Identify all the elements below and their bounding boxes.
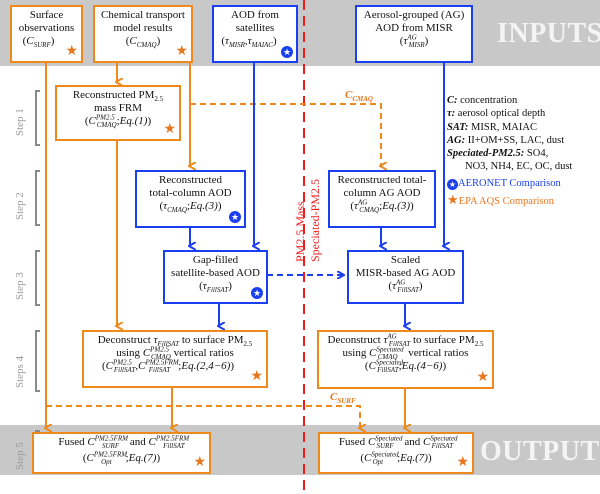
step-bracket bbox=[35, 250, 40, 306]
connector-surf-dashed bbox=[46, 405, 360, 428]
legend: C: concentration τ: aerosol optical dept… bbox=[447, 94, 599, 208]
step5-fused-speciated-box: Fused CSpeciatedSURF and CSpeciatedFillS… bbox=[318, 432, 474, 474]
epa-star-icon: ★ bbox=[476, 370, 489, 385]
aeronet-star-icon: ★ bbox=[447, 178, 458, 190]
inputs-banner: INPUTS bbox=[497, 18, 600, 49]
speciated-pm25-label: Speciated-PM2.5 bbox=[308, 179, 322, 262]
cmaq-flow-label: CCMAQ bbox=[345, 89, 373, 104]
step-bracket bbox=[35, 330, 40, 392]
legend-item: AG: II+OM+SS, LAC, dust bbox=[447, 134, 565, 146]
surf-flow-label: CSURF bbox=[330, 391, 356, 406]
step4-deconstruct-speciated-box: Deconstruct τAGFillSAT to surface PM2.5 … bbox=[317, 330, 494, 389]
epa-star-icon: ★ bbox=[65, 44, 78, 59]
ctm-results-box: Chemical transport model results (CCMAQ)… bbox=[93, 5, 193, 63]
step-4-label: Steps 4 bbox=[2, 330, 52, 396]
surface-observations-box: Surface observations (CSURF) ★ bbox=[10, 5, 83, 63]
legend-aeronet: ★AERONET Comparison bbox=[447, 177, 561, 190]
legend-item: C: concentration bbox=[447, 95, 518, 106]
epa-star-icon: ★ bbox=[163, 122, 176, 137]
step-3-label: Step 3 bbox=[2, 250, 52, 310]
step2-total-column-aod-box: Reconstructed total-column AOD (τCMAQ;Eq… bbox=[135, 170, 246, 228]
step3-gap-filled-aod-box: Gap-filled satellite-based AOD (τFillSAT… bbox=[163, 250, 268, 304]
aod-satellites-box: AOD from satellites (τMISR,τMAIAC) ★ bbox=[212, 5, 298, 63]
step2-ag-aod-box: Reconstructed total- column AG AOD (τAGC… bbox=[328, 170, 436, 228]
step-2-label: Step 2 bbox=[2, 170, 52, 230]
pm25-mass-label: PM2.5 Mass bbox=[293, 201, 307, 262]
legend-item: τ: aerosol optical depth bbox=[447, 108, 546, 120]
epa-star-icon: ★ bbox=[447, 192, 459, 208]
legend-item: SAT: MISR, MAIAC bbox=[447, 121, 537, 133]
aeronet-star-icon: ★ bbox=[281, 46, 293, 58]
epa-star-icon: ★ bbox=[175, 44, 188, 59]
epa-star-icon: ★ bbox=[193, 455, 206, 470]
legend-epa: ★EPA AQS Comparison bbox=[447, 192, 554, 208]
legend-item: NO3, NH4, EC, OC, dust bbox=[465, 161, 573, 173]
step1-reconstructed-pm25-box: Reconstructed PM2.5 mass FRM (CPM2.5CMAQ… bbox=[55, 85, 181, 141]
step-bracket bbox=[35, 90, 40, 146]
step-1-label: Step 1 bbox=[2, 86, 52, 146]
connector-cmaq-dashed bbox=[190, 103, 381, 166]
epa-star-icon: ★ bbox=[250, 369, 263, 384]
step3-scaled-ag-aod-box: Scaled MISR-based AG AOD (τAGFillSAT) bbox=[347, 250, 464, 304]
epa-star-icon: ★ bbox=[456, 455, 469, 470]
aeronet-star-icon: ★ bbox=[229, 211, 241, 223]
step5-fused-pm25-box: Fused CPM2.5FRMSURF and CPM2.5FRMFillSAT… bbox=[32, 432, 211, 474]
aeronet-star-icon: ★ bbox=[251, 287, 263, 299]
step4-deconstruct-pm25-box: Deconstruct τFillSAT to surface PM2.5 us… bbox=[82, 330, 268, 388]
step-bracket bbox=[35, 170, 40, 226]
legend-item: Speciated-PM2.5: SO4, bbox=[447, 148, 549, 160]
ag-aod-misr-box: Aerosol-grouped (AG) AOD from MISR (τAGM… bbox=[355, 5, 473, 63]
